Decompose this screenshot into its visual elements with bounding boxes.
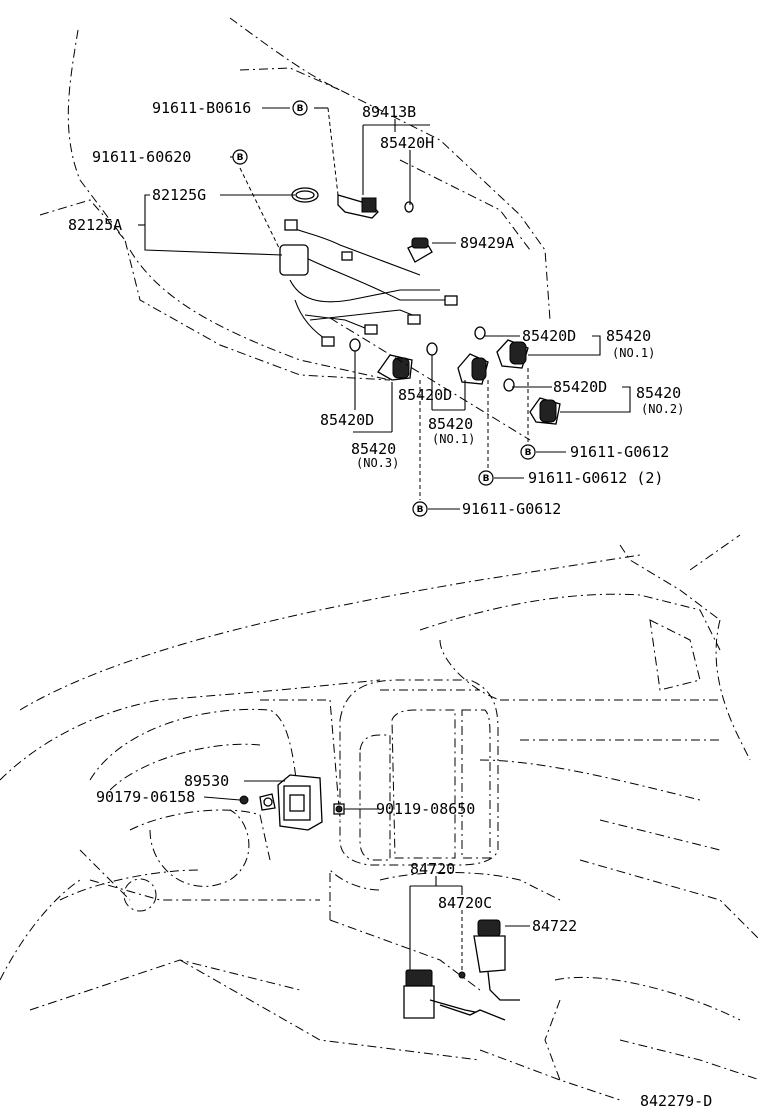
- bolt-marker-2: B: [232, 149, 248, 165]
- label-no3: (NO.3): [356, 456, 399, 470]
- label-85420-b: 85420: [636, 384, 681, 402]
- bolt-marker-4: B: [478, 470, 494, 486]
- svg-text:B: B: [417, 505, 424, 515]
- diagram-id-code: 842279-D: [640, 1092, 712, 1110]
- label-89413b: 89413B: [362, 103, 416, 121]
- label-82125a: 82125A: [68, 216, 122, 234]
- label-85420-d: 85420: [351, 440, 396, 458]
- label-no1-a: (NO.1): [612, 346, 655, 360]
- wire-harness: [279, 187, 458, 347]
- label-85420d-a: 85420D: [522, 327, 576, 345]
- label-85420h: 85420H: [380, 134, 434, 152]
- bolt-marker-3: B: [520, 444, 536, 460]
- impact-sensor: [407, 237, 433, 263]
- label-91611-b0616: 91611-B0616: [152, 99, 251, 117]
- label-85420d-c: 85420D: [398, 386, 452, 404]
- bolt-marker-1: B: [292, 100, 308, 116]
- bolt-marker-5: B: [412, 501, 428, 517]
- label-no1-b: (NO.1): [432, 432, 475, 446]
- label-82125g: 82125G: [152, 186, 206, 204]
- label-89530: 89530: [184, 772, 229, 790]
- svg-text:B: B: [525, 448, 532, 458]
- label-84722: 84722: [532, 917, 577, 935]
- label-85420d-b: 85420D: [553, 378, 607, 396]
- svg-text:B: B: [483, 474, 490, 484]
- svg-text:B: B: [237, 153, 244, 163]
- dashboard-outline: [0, 534, 760, 1101]
- label-85420d-d: 85420D: [320, 411, 374, 429]
- airbag-ecu: [239, 774, 345, 831]
- switch-assembly: [403, 919, 520, 1021]
- label-91611-g0612-b: 91611-G0612 (2): [528, 469, 663, 487]
- svg-text:B: B: [297, 104, 304, 114]
- label-84720c: 84720C: [438, 894, 492, 912]
- label-91611-g0612-a: 91611-G0612: [570, 443, 669, 461]
- instrument-cluster: [79, 699, 341, 912]
- label-84720: 84720: [410, 860, 455, 878]
- upper-body-outline: [39, 17, 551, 381]
- center-console: [329, 679, 499, 991]
- lower-leaders: [203, 780, 530, 972]
- label-no2: (NO.2): [641, 402, 684, 416]
- label-91611-60620: 91611-60620: [92, 148, 191, 166]
- label-91611-g0612-c: 91611-G0612: [462, 500, 561, 518]
- relays: [349, 326, 561, 425]
- label-90179-06158: 90179-06158: [96, 788, 195, 806]
- sensor-bracket: [337, 194, 414, 219]
- label-90119-08650: 90119-08650: [376, 800, 475, 818]
- label-89429a: 89429A: [460, 234, 514, 252]
- upper-leaders: [138, 107, 631, 510]
- label-85420-c: 85420: [428, 415, 473, 433]
- label-85420-a: 85420: [606, 327, 651, 345]
